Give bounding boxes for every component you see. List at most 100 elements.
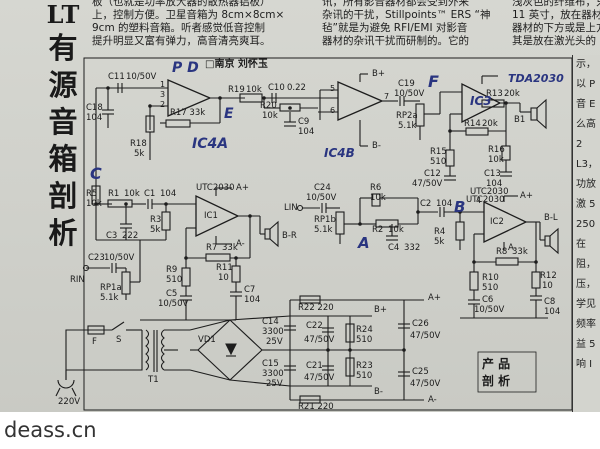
- title-fragment: LT: [46, 0, 80, 29]
- label-speaker-bl: B-L: [544, 213, 558, 223]
- label-r23-value: 510: [356, 371, 373, 381]
- text-line: 学见: [576, 299, 596, 310]
- resistor-r12: [531, 271, 541, 289]
- label-c24: C24: [314, 183, 331, 193]
- label-bplus: B+: [372, 69, 385, 79]
- label-c12-value: 47/50V: [412, 179, 443, 189]
- label-c14-value: 3300: [262, 327, 284, 337]
- transformer-primary: [145, 329, 150, 371]
- text-line: 益 5: [576, 339, 596, 350]
- label-r8: R8: [496, 247, 508, 257]
- resistor-r21: [299, 395, 321, 404]
- label-c15-voltage: 25V: [266, 379, 283, 389]
- label-c4: C4: [388, 243, 400, 253]
- label-c12: C12: [424, 169, 441, 179]
- label-c21: C21: [306, 361, 323, 371]
- wire: [189, 369, 231, 381]
- label-r18-value: 5k: [134, 149, 145, 159]
- text-line: 功放: [576, 179, 596, 190]
- resistor-r3: [161, 211, 171, 231]
- watermark-text: deass.cn: [4, 418, 97, 442]
- label-r17: R17 33k: [170, 108, 206, 118]
- text-line: 其是放在激光头的: [512, 35, 596, 47]
- text-line: 提升明显又富有弹力，高音清亮爽耳。: [92, 35, 271, 47]
- label-r4-value: 5k: [434, 237, 445, 247]
- text-line: 么高: [576, 119, 596, 130]
- label-c26: C26: [412, 319, 429, 329]
- label-utc2030-left: UTC2030: [196, 183, 235, 193]
- handwritten-a: A: [358, 234, 370, 252]
- resistor-r6: [371, 193, 381, 207]
- text-line: 250: [576, 219, 596, 230]
- resistor-r22: [299, 295, 321, 304]
- label-switch: S: [116, 335, 122, 345]
- label-c21-value: 47/50V: [304, 373, 335, 383]
- label-c3-value: 222: [122, 231, 139, 241]
- label-r12: R12: [540, 271, 557, 281]
- label-r4: R4: [434, 227, 446, 237]
- label-b1: B1: [514, 115, 526, 125]
- label-r15-value: 510: [430, 157, 447, 167]
- label-r23: R23: [356, 361, 373, 371]
- speaker-b1-cone: [536, 98, 547, 130]
- label-r16-value: 10k: [488, 155, 504, 165]
- label-r5: R5: [86, 189, 98, 199]
- resistor-r7: [205, 253, 231, 262]
- handwritten-tda2030: TDA2030: [508, 72, 564, 85]
- wire: [66, 330, 143, 371]
- junction-dots: [94, 86, 538, 352]
- text-line: 器材的下方或是上方: [512, 22, 600, 34]
- label-r2-value: 10k: [388, 225, 404, 235]
- label-c9: C9: [298, 117, 310, 127]
- text-line: 音 E: [576, 99, 596, 110]
- label-r1-value: 10k: [124, 189, 140, 199]
- label-utc2030-ic2: UTC2030: [466, 195, 505, 205]
- text-line: 激 5: [576, 199, 596, 210]
- label-c11: C11: [108, 72, 125, 82]
- label-c6-value: 10/50V: [474, 305, 505, 315]
- handwritten-b: B: [454, 198, 466, 216]
- speaker-br-cone: [269, 220, 279, 248]
- label-r6: R6: [370, 183, 382, 193]
- resistor-r9: [181, 267, 191, 287]
- resistor-r11: [231, 265, 241, 283]
- pin-label: 1: [160, 80, 166, 89]
- label-lin: LIN: [284, 203, 298, 213]
- resistor-r15: [445, 149, 455, 167]
- label-bplus-rail: B+: [374, 305, 387, 315]
- potentiometer-rp1a: [121, 271, 131, 295]
- label-r8-value: 33k: [512, 247, 528, 257]
- resistor-r8: [495, 257, 519, 266]
- label-vd1: VD1: [198, 335, 216, 345]
- speaker-bl: [544, 235, 551, 247]
- label-c22: C22: [306, 321, 323, 331]
- label-c5-value: 10/50V: [158, 299, 189, 309]
- text-line: 板（也就是功率放大器的散热器铝板）: [92, 0, 271, 8]
- label-220v: 220V: [58, 397, 81, 407]
- label-c18-value: 104: [86, 113, 103, 123]
- section-badge: 产 品 剖 析: [482, 356, 536, 390]
- label-r7-value: 33k: [222, 243, 238, 253]
- label-aplus-ic2: A+: [520, 191, 533, 201]
- title-char: 有: [48, 31, 78, 65]
- resistor-r10: [469, 271, 479, 291]
- switch-s: [111, 321, 125, 331]
- handwritten-ic4a: IC4A: [192, 136, 229, 152]
- label-r9-value: 510: [166, 275, 183, 285]
- label-r21: R21 220: [298, 402, 334, 412]
- label-c10: C10: [268, 83, 285, 93]
- right-column-text: 示， 以 P 音 E 么高 2 L3， 功放 激 5 250 在 阻， 压， 学…: [572, 55, 600, 415]
- section-badge-frame: [477, 351, 537, 393]
- speaker-b1: [530, 107, 538, 121]
- text-line: 器材的杂讯干扰而研制的。它的: [322, 35, 469, 47]
- lin-terminal: [296, 204, 304, 212]
- label-c5: C5: [166, 289, 178, 299]
- handwritten-ic3: IC3: [470, 94, 492, 108]
- label-rp1b-value: 5.1k: [314, 225, 333, 235]
- amp-ic2: [483, 200, 528, 244]
- label-rin: RIN: [70, 275, 85, 285]
- text-line: 以 P: [576, 79, 596, 90]
- pin-label: 6: [330, 106, 336, 115]
- resistor-r17: [165, 119, 191, 128]
- resistor-r4: [455, 221, 465, 241]
